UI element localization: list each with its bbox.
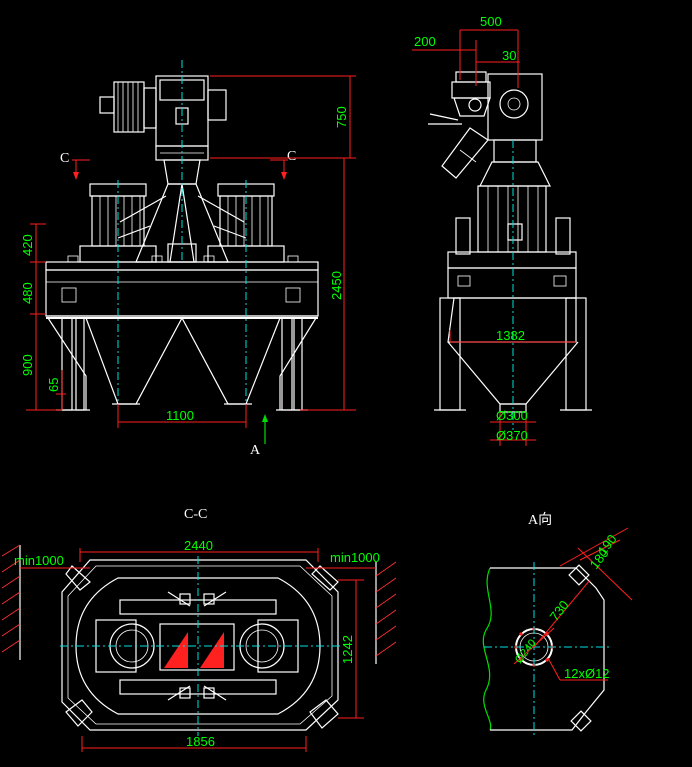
- detail-title: A向: [528, 512, 552, 528]
- dim-h3: 900: [20, 354, 35, 376]
- section-outline: [61, 559, 339, 731]
- side-frame: [434, 267, 592, 413]
- section-walls: [1, 544, 397, 664]
- front-view: C C A 750 2450 420 480 900 65: [20, 60, 356, 458]
- arrow-label-a: A: [250, 443, 261, 458]
- dim-foot: 65: [46, 378, 61, 392]
- section-dimensions: [20, 548, 376, 752]
- dim-bottom-width: 1856: [186, 734, 215, 749]
- dim-offset-c: 30: [502, 48, 516, 63]
- legs: [47, 317, 317, 411]
- dim-h1: 420: [20, 234, 35, 256]
- side-view: 500 200 30 1382 Ø300 Ø370: [412, 14, 592, 446]
- dim-diameter-1: Ø300: [496, 408, 528, 423]
- dim-section-height: 1242: [340, 635, 355, 664]
- dim-side-width: 1382: [496, 328, 525, 343]
- side-dimensions: [412, 29, 576, 446]
- dim-left-clearance: min1000: [14, 553, 64, 568]
- dim-diameter-2: Ø370: [496, 428, 528, 443]
- dim-top: 750: [334, 106, 349, 128]
- dim-width: 1100: [166, 408, 194, 423]
- dim-top-width: 2440: [184, 538, 213, 553]
- section-view: C-C: [1, 507, 397, 752]
- section-title: C-C: [184, 507, 207, 522]
- section-marks: [72, 159, 288, 180]
- dim-h2: 480: [20, 282, 35, 304]
- dim-offset-b: 200: [414, 34, 436, 49]
- dim-overall-height: 2450: [329, 271, 344, 300]
- platform: [45, 255, 319, 319]
- front-dimensions: [26, 75, 356, 428]
- section-mark-right: C: [287, 149, 296, 164]
- dim-right-clearance: min1000: [330, 550, 380, 565]
- side-motor-top: [428, 71, 543, 179]
- detail-dimensions: [513, 527, 633, 681]
- dim-offset-a: 500: [480, 14, 502, 29]
- section-mark-left: C: [60, 151, 69, 166]
- dim-holes: 12xØ12: [564, 666, 610, 681]
